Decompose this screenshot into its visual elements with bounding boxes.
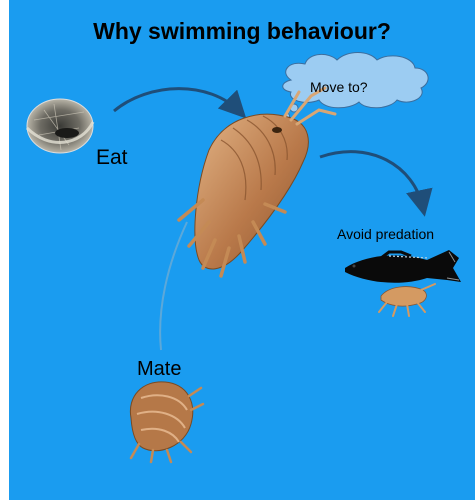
food-photo-icon [27,99,93,153]
mating-amphipods-icon [130,382,203,462]
label-avoid-predation: Avoid predation [337,226,434,242]
diagram-canvas [9,0,475,500]
label-eat: Eat [96,146,128,170]
amphipod-main-icon [179,88,335,276]
page-title: Why swimming behaviour? [9,18,475,45]
arrow-eat [114,89,240,112]
slide: Why swimming behaviour? Move to? Eat Avo… [9,0,475,500]
arrow-avoid-predation [320,152,423,208]
arrow-mate [160,222,187,350]
small-amphipod-icon [379,284,435,316]
fish-icon [345,250,461,283]
label-mate: Mate [137,358,181,381]
thought-bubble-text: Move to? [310,79,368,95]
